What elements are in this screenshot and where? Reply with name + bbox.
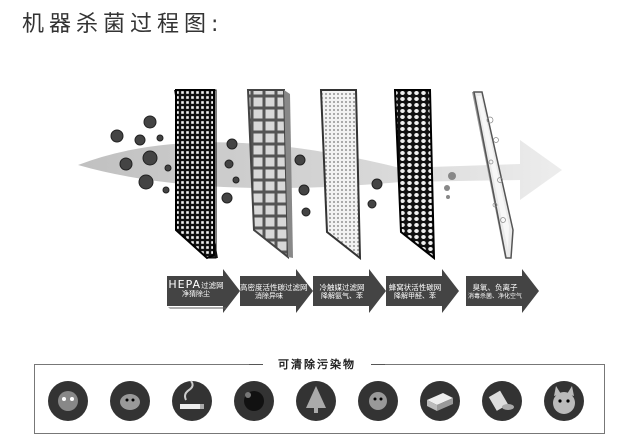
honeycomb-filter-panel: [393, 89, 436, 261]
label-arrows: [167, 269, 539, 313]
bacteria-icon: [48, 381, 88, 421]
pollutants-box: [34, 364, 605, 434]
anion-label: 臭氧、负离子 消毒杀菌、净化空气: [467, 283, 522, 300]
pine-pollen-icon: [296, 381, 336, 421]
cold-catalyst-filter-panel: [319, 89, 362, 261]
light-germs: [444, 172, 456, 199]
pet-cat-icon: [544, 381, 584, 421]
carbon-filter-panel: [246, 89, 293, 260]
carbon-filter-label: 高密度活性碳过滤网 消除异味: [240, 283, 308, 300]
honeycomb-filter-label: 蜂窝状活性碳网 降解甲醛、苯: [388, 283, 442, 300]
cold-catalyst-label: 冷触媒过滤网 降解氨气、苯: [319, 283, 365, 300]
page-title: 机器杀菌过程图:: [22, 12, 224, 37]
anion-filter-panel: [472, 91, 514, 259]
pollutants-title: 可清除污染物: [249, 357, 385, 372]
paint-can-icon: [482, 381, 522, 421]
bacteria-cluster: [110, 115, 383, 217]
virus-icon: [358, 381, 398, 421]
furniture-icon: [420, 381, 460, 421]
pollutant-icons: [48, 380, 584, 421]
hepa-filter-panel: [174, 89, 218, 260]
germ-icon: [234, 381, 274, 421]
dust-mite-icon: [110, 381, 150, 421]
cigarette-smoke-icon: [172, 380, 212, 421]
filtration-diagram: [48, 89, 584, 421]
hepa-label: HEPA过滤网 净猜除尘: [168, 278, 224, 298]
label-arrow-shadows: [168, 307, 226, 309]
